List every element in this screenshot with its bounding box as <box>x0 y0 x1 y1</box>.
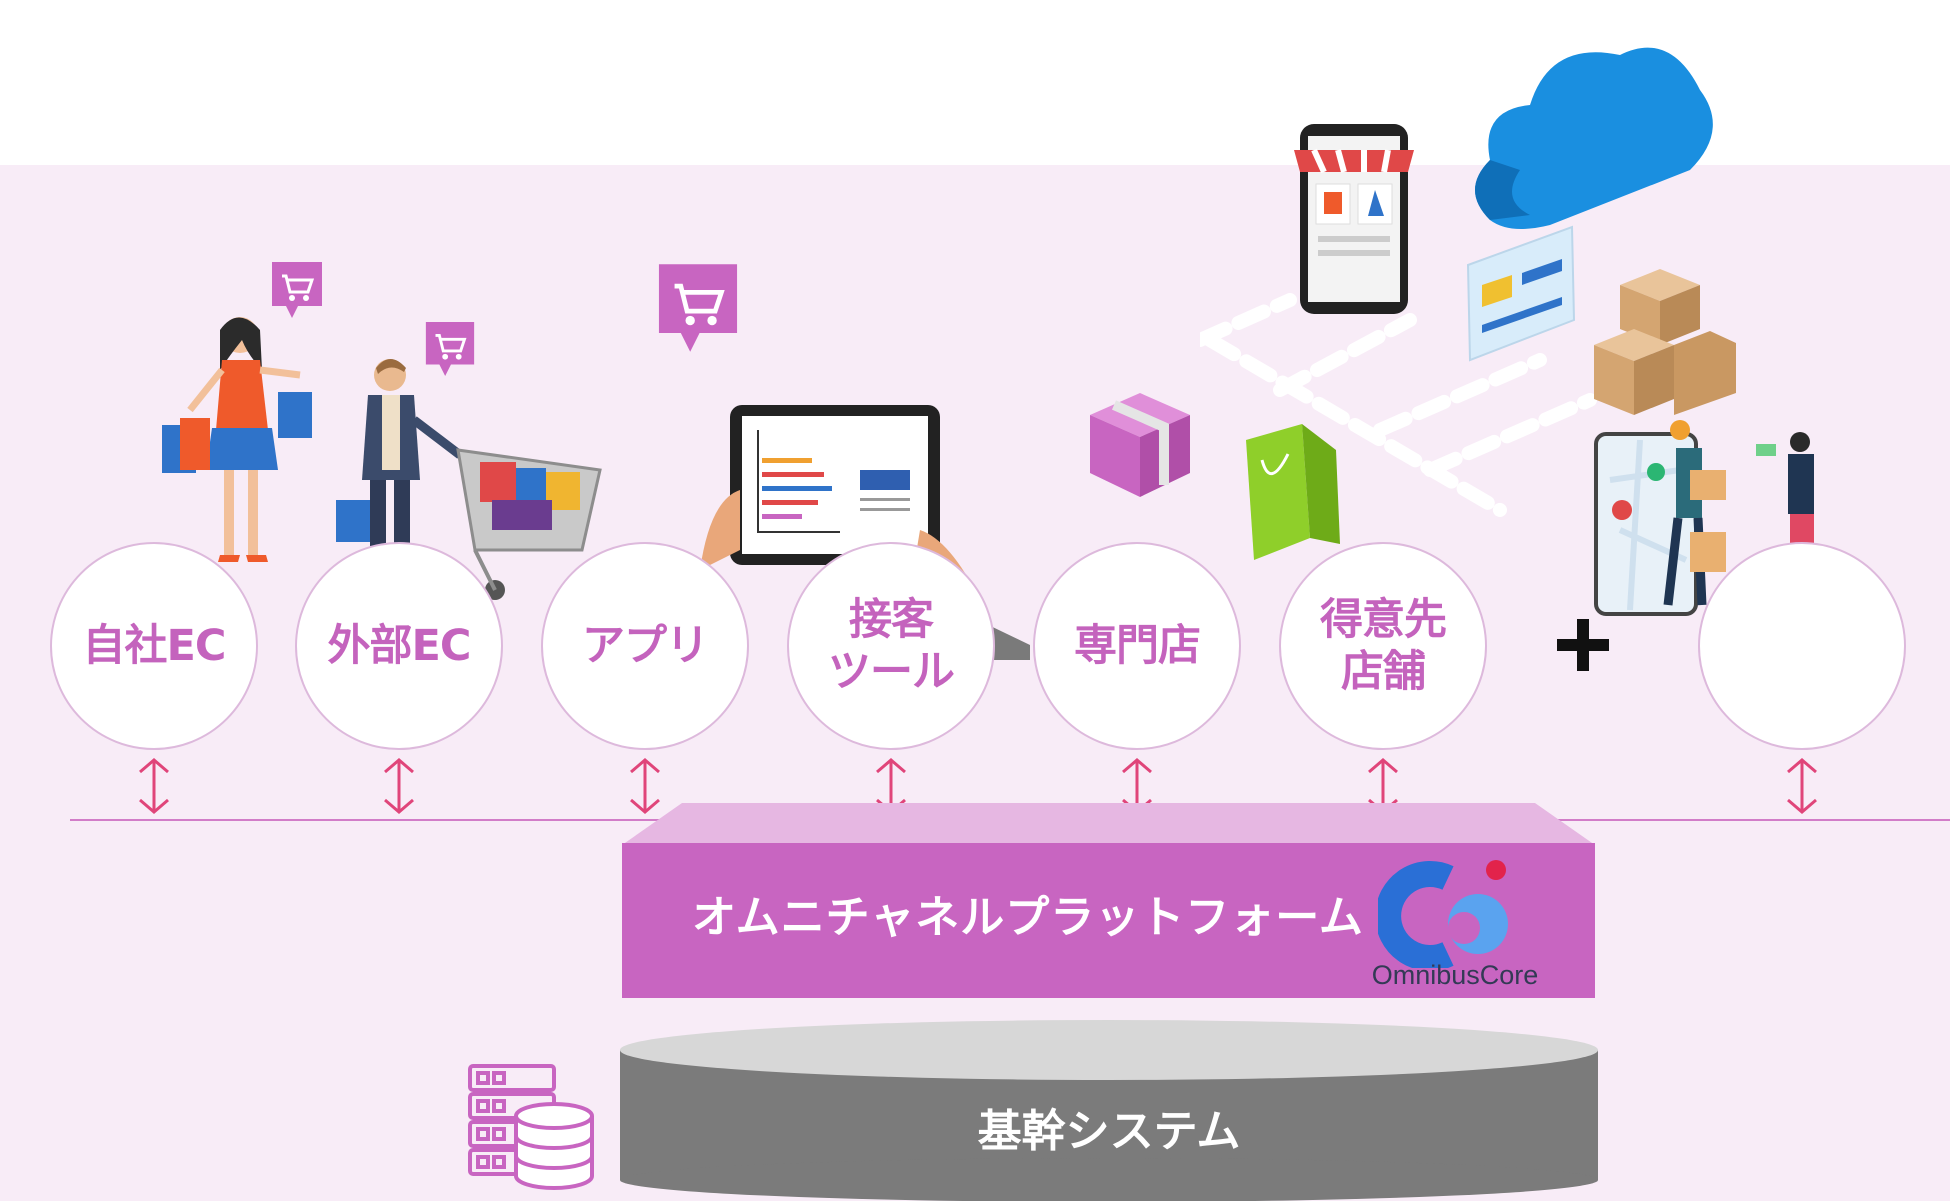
bidirectional-arrow-icon <box>630 758 660 814</box>
platform-top-face <box>622 803 1595 845</box>
cloud-icon <box>1475 47 1713 229</box>
delivery-map-icon <box>1594 420 1814 616</box>
route-lines-decoration <box>1200 293 1597 517</box>
platform-label: オムニチャネルプラットフォーム <box>692 892 1364 943</box>
channel-label: 外部EC <box>327 621 472 671</box>
channel-label: 接客 ツール <box>828 595 955 697</box>
omnibuscore-logo-text: OmnibusCore <box>1371 960 1539 990</box>
bidirectional-arrow-icon <box>1787 758 1817 814</box>
core-system-drum <box>620 1020 1598 1201</box>
shopping-cart-icon <box>425 321 475 377</box>
channel-node-specialty-store: 専門店 <box>1033 542 1241 750</box>
channel-label: 自社EC <box>82 621 227 671</box>
omnibuscore-logo-icon <box>1378 860 1508 968</box>
plus-icon <box>1557 619 1609 671</box>
channel-node-extension <box>1698 542 1906 750</box>
channel-node-external-ec: 外部EC <box>295 542 503 750</box>
channel-label: アプリ <box>582 621 709 671</box>
bidirectional-arrow-icon <box>139 758 169 814</box>
shopping-cart-icon <box>658 264 738 352</box>
cardboard-boxes-icon <box>1594 269 1736 415</box>
smartphone-shop-icon <box>1294 124 1414 314</box>
shopping-bag-icon <box>1246 424 1340 560</box>
core-system-label: 基幹システム <box>977 1106 1241 1157</box>
credit-card-icon <box>1466 225 1576 362</box>
channel-node-own-ec: 自社EC <box>50 542 258 750</box>
channel-node-customer-service-tool: 接客 ツール <box>787 542 995 750</box>
shopping-cart-icon <box>272 262 322 318</box>
gift-box-icon <box>1090 393 1190 497</box>
server-database-icon <box>468 1064 594 1190</box>
channel-node-app: アプリ <box>541 542 749 750</box>
channel-node-client-store: 得意先 店舗 <box>1279 542 1487 750</box>
channel-label: 専門店 <box>1074 621 1201 671</box>
channel-label: 得意先 店舗 <box>1320 595 1447 697</box>
woman-shopper-illustration <box>162 317 312 562</box>
bidirectional-arrow-icon <box>384 758 414 814</box>
